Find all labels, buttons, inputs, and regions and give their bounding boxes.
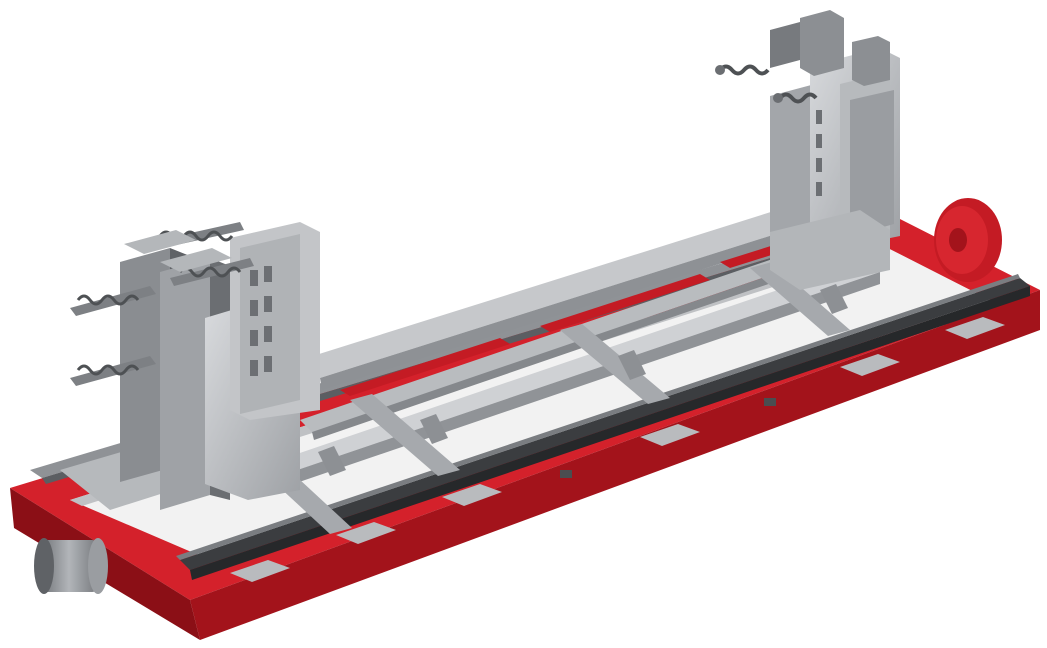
left-tower [60, 222, 320, 510]
base-pads [230, 317, 1005, 582]
end-cylinder [34, 538, 108, 594]
clamps [318, 284, 848, 478]
end-disc [934, 198, 1002, 282]
right-tower [715, 10, 900, 290]
steel-frame [250, 206, 880, 534]
front-rail [176, 274, 1030, 580]
base-front-face [190, 290, 1040, 640]
